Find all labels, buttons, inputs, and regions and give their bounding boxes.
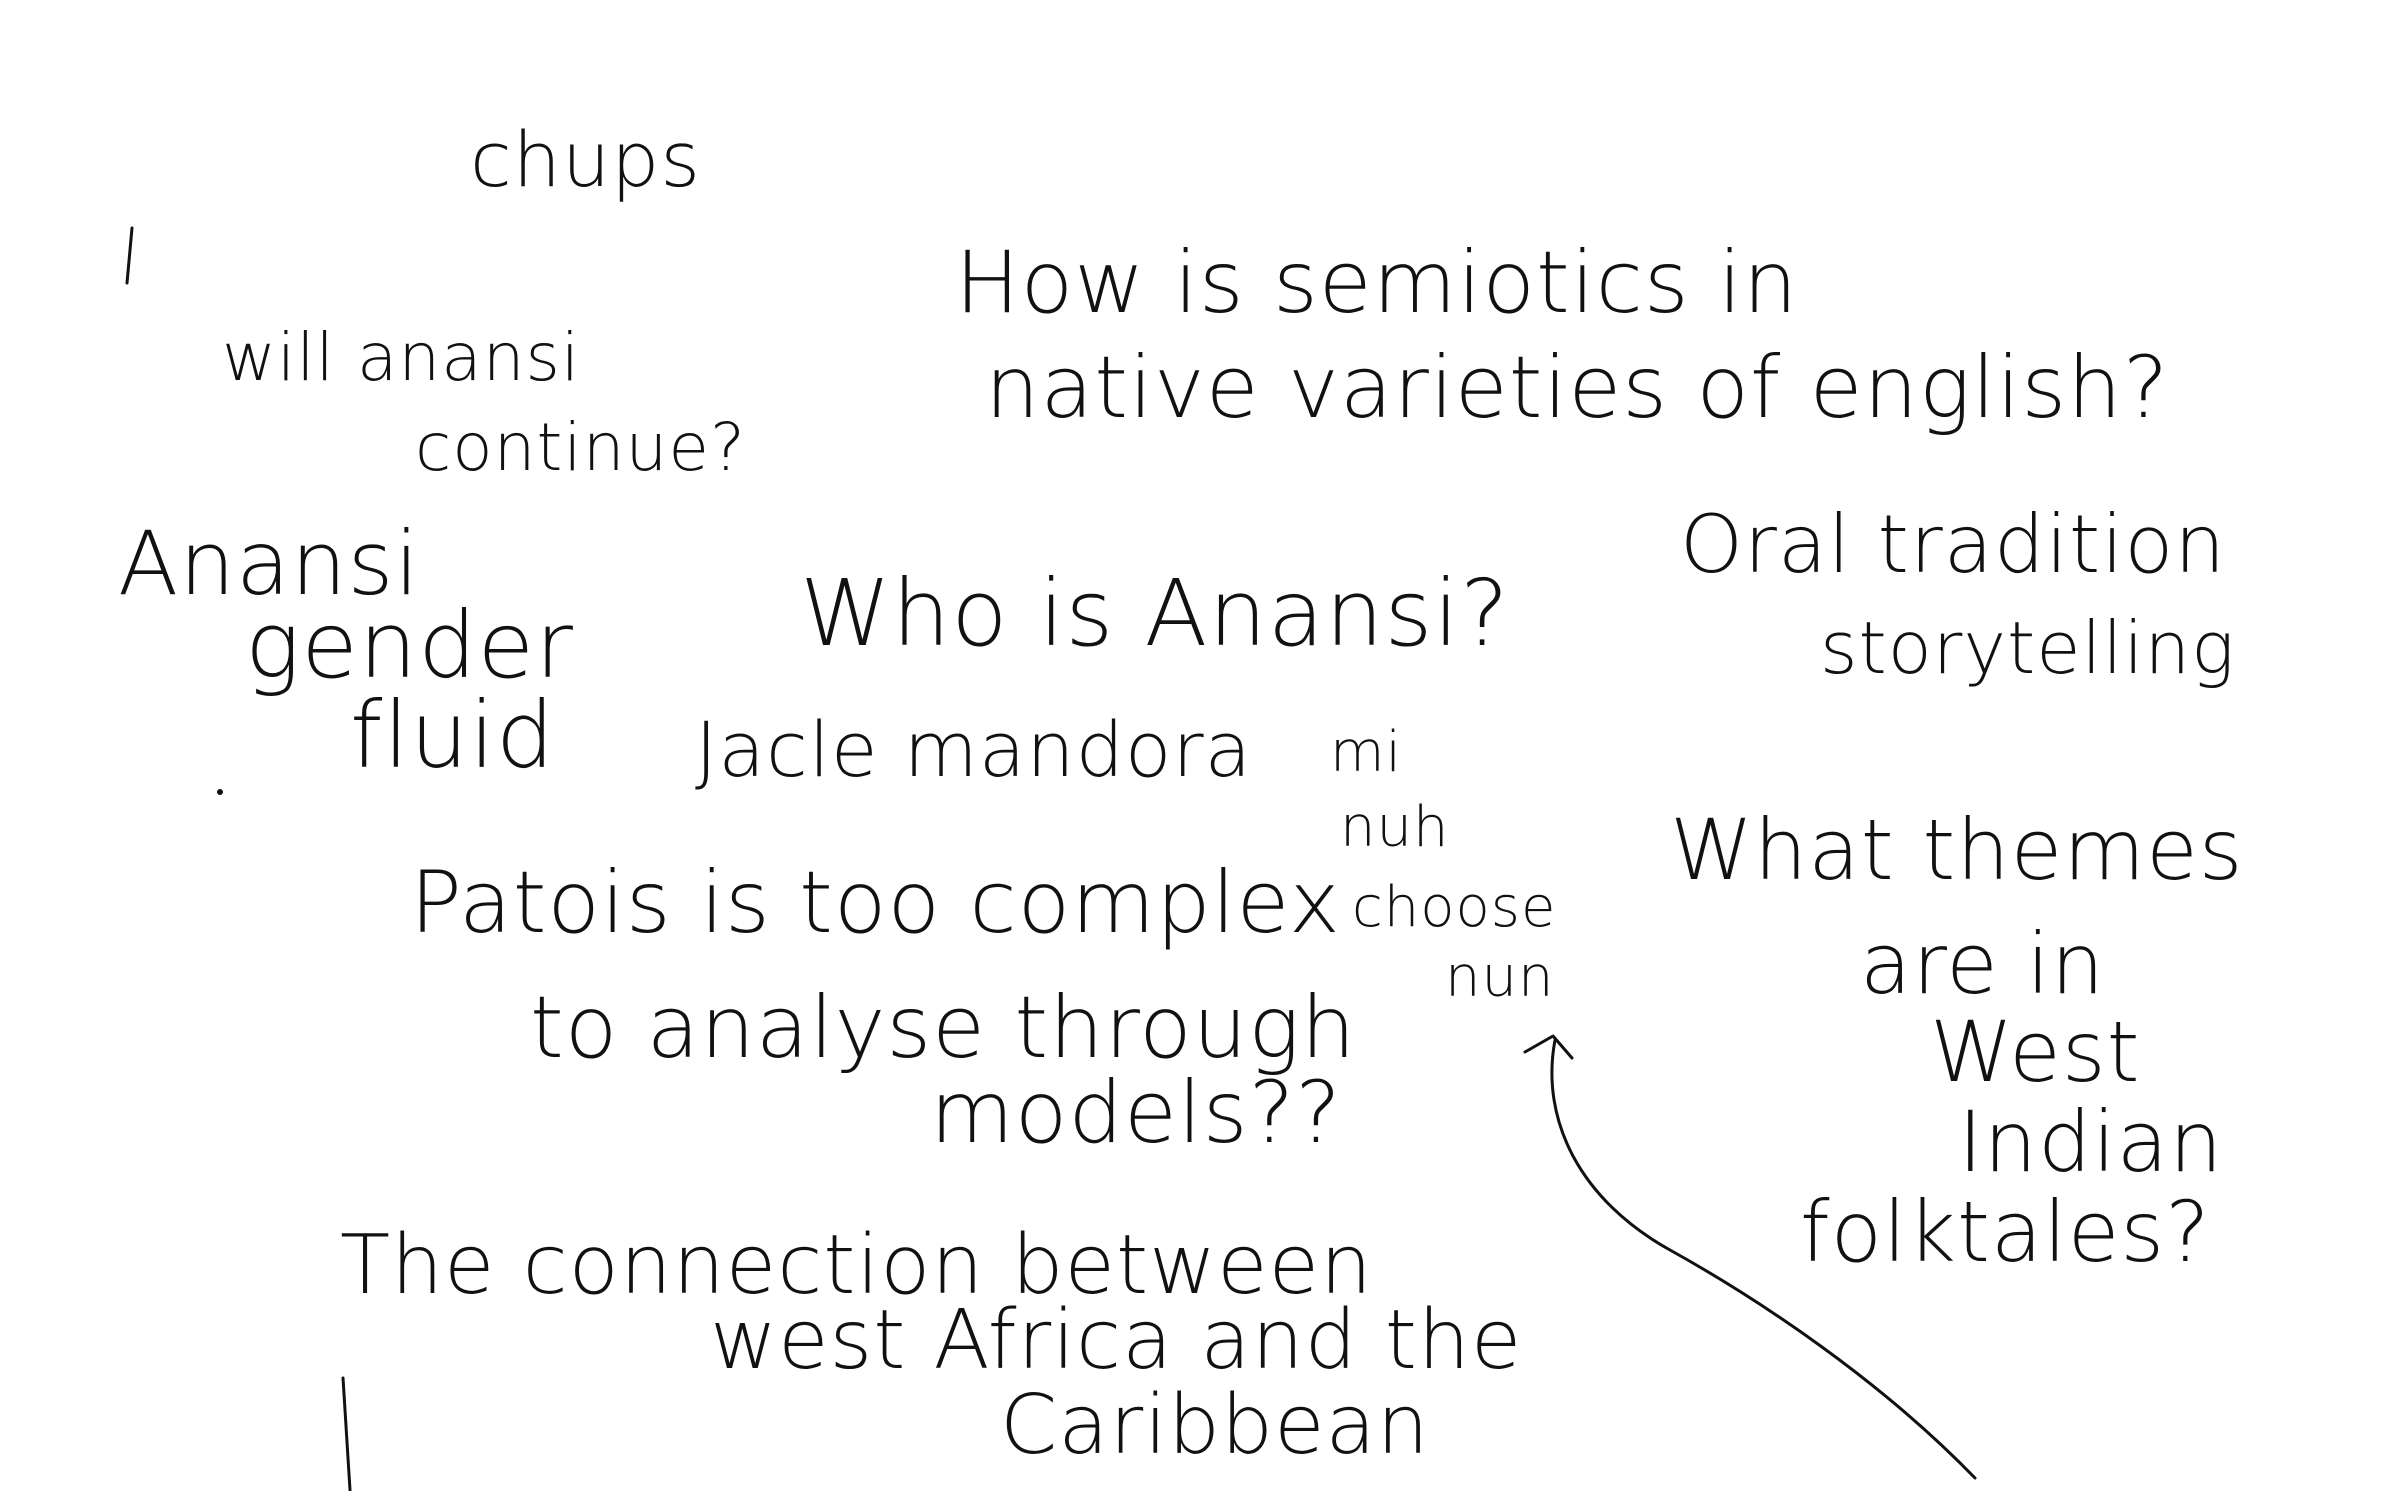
note-patois-line3: models?? <box>930 1063 1342 1163</box>
stray-dot <box>217 789 223 795</box>
note-themes-line5: folktales? <box>1800 1183 2211 1281</box>
note-chups: chups <box>470 115 701 204</box>
arrow-head-icon <box>1523 1034 1574 1060</box>
note-connection-line3: Caribbean <box>1000 1378 1430 1473</box>
note-nun: nun <box>1445 945 1555 1010</box>
note-connection-line1: The connection between <box>340 1218 1374 1313</box>
note-mi: mi <box>1330 720 1403 785</box>
note-anansi-continue-line2: continue? <box>415 409 747 486</box>
note-anansi-continue-line1: will anansi <box>222 319 581 396</box>
note-patois-line1: Patois is too complex <box>410 853 1341 953</box>
note-themes-line2: are in <box>1860 915 2106 1013</box>
note-themes-line1: What themes <box>1670 801 2244 899</box>
note-themes-line4: Indian <box>1958 1093 2224 1191</box>
note-patois-line2: to analyse through <box>530 978 1357 1078</box>
note-fluid: fluid <box>350 682 556 789</box>
note-jacle-mandora: Jacle mandora <box>695 705 1253 794</box>
note-choose: choose <box>1352 875 1557 940</box>
note-anansi: Anansi <box>118 512 420 615</box>
note-connection-line2: west Africa and the <box>710 1293 1523 1388</box>
arrow-line <box>1550 1038 1977 1480</box>
note-gender: gender <box>245 592 574 699</box>
note-oral-tradition-line2: storytelling <box>1820 606 2236 690</box>
note-nuh: nuh <box>1340 795 1450 860</box>
note-oral-tradition-line1: Oral tradition <box>1680 498 2227 591</box>
stray-mark-bottom-left <box>341 1376 352 1491</box>
note-who-is-anansi: Who is Anansi? <box>800 560 1510 667</box>
stray-mark-top-left <box>125 226 134 285</box>
note-semiotics-line1: How is semiotics in <box>955 233 1799 333</box>
note-themes-line3: West <box>1930 1003 2141 1101</box>
note-semiotics-line2: native varieties of english? <box>985 338 2170 438</box>
